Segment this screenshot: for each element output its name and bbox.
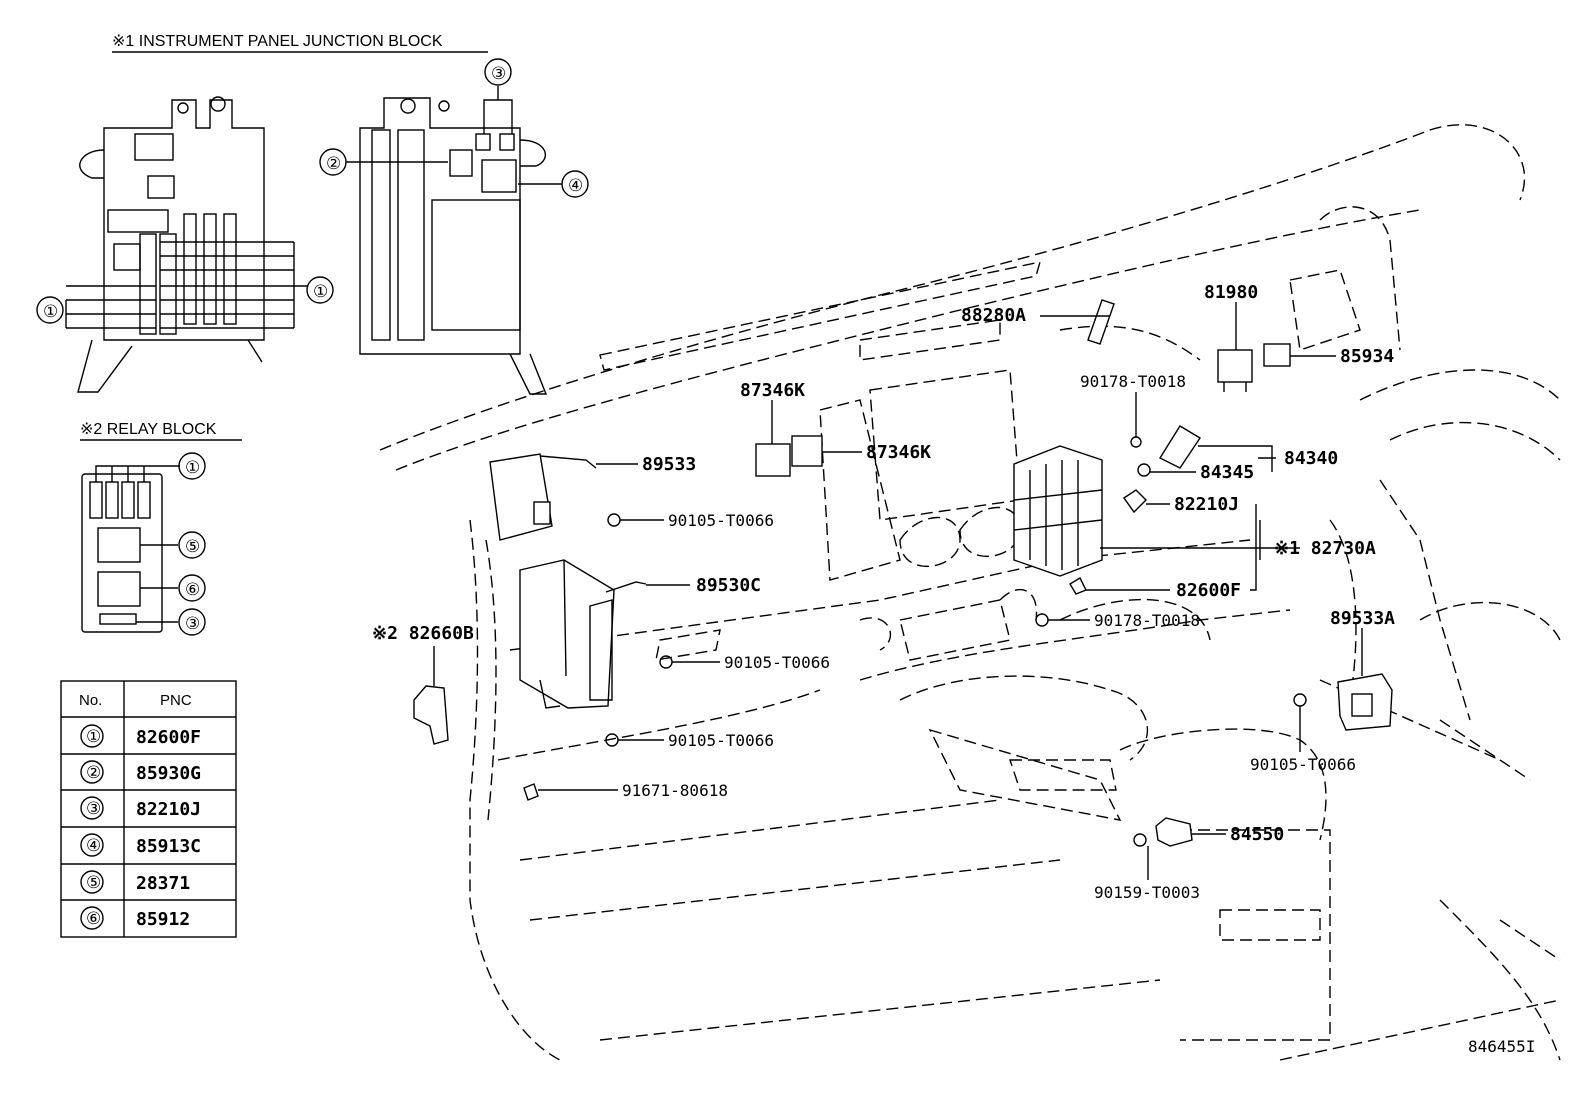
callout-1-right: ①: [313, 282, 328, 301]
callout-3: ③: [491, 64, 506, 83]
table-row: ③ 82210J: [80, 796, 201, 820]
callout-1-left: ①: [43, 302, 58, 321]
table-row: ② 85930G: [80, 760, 201, 784]
component-89533: 89533: [489, 453, 696, 541]
label-84340: 84340: [1284, 448, 1338, 469]
component-87346K-b: 87346K: [791, 435, 931, 467]
callout-2: ②: [326, 154, 341, 173]
component-90105-a: 90105-T0066: [607, 511, 774, 530]
pnc-table: No. PNC ① 82600F ② 85930G ③ 82210J ④ 859…: [60, 680, 237, 938]
label-90105-d: 90105-T0066: [1250, 755, 1356, 774]
label-87346K-upper: 87346K: [740, 380, 805, 401]
label-82660B: ※2 82660B: [372, 623, 474, 644]
component-89530C: 89530C: [519, 559, 761, 709]
relay-callout-3: ③: [185, 614, 200, 633]
table-cell-no: ⑤: [86, 873, 101, 892]
component-89533A: 89533A: [1330, 608, 1395, 731]
relay-callout-5: ⑤: [185, 537, 200, 556]
label-87346K-lower: 87346K: [866, 442, 931, 463]
component-90159: 90159-T0003: [1094, 833, 1200, 902]
table-cell-pnc: 85913C: [136, 836, 201, 857]
table-cell-pnc: 82600F: [136, 727, 201, 748]
table-cell-no: ③: [86, 799, 101, 818]
junction-block-left-view: [65, 96, 308, 393]
label-84345: 84345: [1200, 462, 1254, 483]
junction-block-right-view: [346, 86, 562, 395]
label-90159: 90159-T0003: [1094, 883, 1200, 902]
table-cell-pnc: 82210J: [136, 799, 201, 820]
table-cell-pnc: 28371: [136, 873, 190, 894]
table-row: ⑥ 85912: [80, 906, 190, 930]
relay-block-inset: ※2 RELAY BLOCK ① ⑤ ⑥ ③: [80, 421, 242, 636]
component-90105-c: 90105-T0066: [605, 731, 774, 750]
table-header-pnc: PNC: [160, 692, 192, 709]
component-82600F: 82600F: [1069, 504, 1257, 601]
table-cell-no: ④: [86, 836, 101, 855]
label-84550: 84550: [1230, 824, 1284, 845]
label-82600F: 82600F: [1176, 580, 1241, 601]
component-88280A: 88280A: [961, 299, 1115, 345]
component-84345-84340: 84345 84340: [1137, 425, 1338, 483]
junction-block-inset: ※1 INSTRUMENT PANEL JUNCTION BLOCK: [36, 33, 589, 395]
label-91671: 91671-80618: [622, 781, 728, 800]
relay-block-title: ※2 RELAY BLOCK: [80, 421, 217, 438]
relay-callout-1: ①: [185, 458, 200, 477]
label-89530C: 89530C: [696, 575, 761, 596]
table-cell-pnc: 85912: [136, 909, 190, 930]
label-89533: 89533: [642, 454, 696, 475]
label-81980: 81980: [1204, 282, 1258, 303]
component-91671: 91671-80618: [523, 781, 728, 801]
label-82210J: 82210J: [1174, 494, 1239, 515]
component-85934: 85934: [1263, 343, 1394, 367]
table-cell-no: ②: [86, 763, 101, 782]
component-82210J: 82210J: [1123, 489, 1239, 515]
label-85934: 85934: [1340, 346, 1394, 367]
table-header-no: No.: [79, 692, 102, 709]
callout-4: ④: [568, 176, 583, 195]
label-88280A: 88280A: [961, 305, 1026, 326]
table-cell-no: ①: [86, 727, 101, 746]
table-cell-no: ⑥: [86, 909, 101, 928]
label-90178-lower: 90178-T0018: [1094, 611, 1200, 630]
component-81980: 81980: [1204, 282, 1258, 392]
junction-block-title: ※1 INSTRUMENT PANEL JUNCTION BLOCK: [112, 33, 443, 50]
component-90105-d: 90105-T0066: [1250, 693, 1356, 774]
label-82730A: ※1 82730A: [1274, 538, 1376, 559]
figure-id: 846455I: [1468, 1037, 1535, 1056]
table-row: ④ 85913C: [80, 833, 201, 857]
component-90178-upper: 90178-T0018: [1080, 372, 1186, 448]
component-87346K-a: 87346K: [740, 380, 805, 477]
label-89533A: 89533A: [1330, 608, 1395, 629]
table-row: ⑤ 28371: [80, 870, 190, 894]
table-row: ① 82600F: [80, 724, 201, 748]
label-90178-upper: 90178-T0018: [1080, 372, 1186, 391]
label-90105-a: 90105-T0066: [668, 511, 774, 530]
relay-callout-6: ⑥: [185, 580, 200, 599]
component-84550: 84550: [1155, 817, 1284, 847]
component-82730A: ※1 82730A: [1013, 445, 1376, 577]
dashboard-outline: [379, 124, 1561, 1061]
table-cell-pnc: 85930G: [136, 763, 201, 784]
component-90178-lower: 90178-T0018: [1035, 611, 1200, 630]
label-90105-c: 90105-T0066: [668, 731, 774, 750]
component-90105-b: 90105-T0066: [659, 653, 830, 672]
label-90105-b: 90105-T0066: [724, 653, 830, 672]
component-82660B: ※2 82660B: [372, 623, 474, 745]
